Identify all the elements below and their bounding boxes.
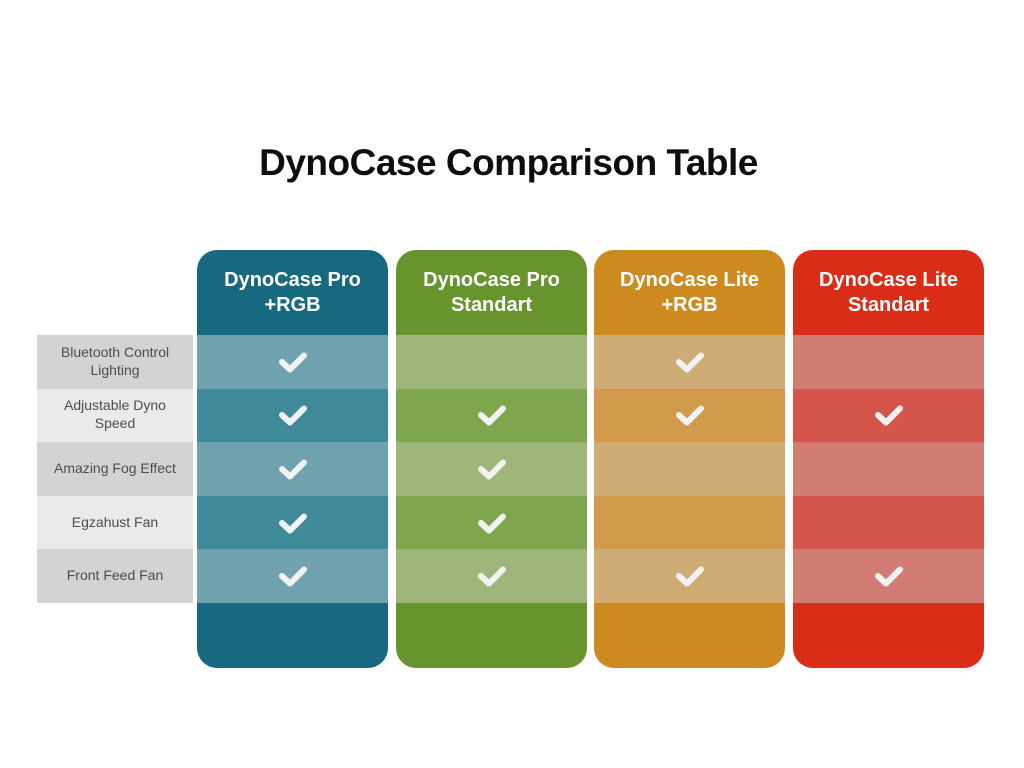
feature-cell xyxy=(793,388,984,443)
check-icon xyxy=(277,564,309,588)
feature-cell xyxy=(197,442,388,496)
product-card-dynocase-pro-rgb: DynoCase Pro +RGB xyxy=(197,250,388,668)
feature-cell xyxy=(396,388,587,443)
feature-cell xyxy=(594,549,785,603)
product-name-line2: Standart xyxy=(847,293,930,316)
feature-label-amazing-fog-effect: Amazing Fog Effect xyxy=(37,442,193,496)
check-icon xyxy=(873,403,905,427)
product-name-line1: DynoCase Pro xyxy=(224,268,361,291)
check-icon xyxy=(277,350,309,374)
feature-cell xyxy=(594,495,785,550)
check-icon xyxy=(674,403,706,427)
product-name-line1: DynoCase Lite xyxy=(819,268,958,291)
feature-cell xyxy=(594,442,785,496)
product-header: DynoCase Pro Standart xyxy=(396,250,587,335)
feature-label-bluetooth-control-lighting: Bluetooth Control Lighting xyxy=(37,335,193,389)
check-icon xyxy=(873,564,905,588)
product-name-line2: Standart xyxy=(450,293,533,316)
product-card-dynocase-pro-standart: DynoCase Pro Standart xyxy=(396,250,587,668)
check-icon xyxy=(476,564,508,588)
check-icon xyxy=(277,511,309,535)
feature-cell xyxy=(197,495,388,550)
feature-labels-column: Bluetooth Control Lighting Adjustable Dy… xyxy=(37,335,193,603)
feature-cells xyxy=(197,335,388,603)
feature-cell xyxy=(793,495,984,550)
feature-cell xyxy=(793,442,984,496)
check-icon xyxy=(674,564,706,588)
feature-cell xyxy=(594,335,785,389)
feature-label-front-feed-fan: Front Feed Fan xyxy=(37,549,193,603)
feature-cell xyxy=(396,442,587,496)
feature-cell xyxy=(197,388,388,443)
feature-cells xyxy=(396,335,587,603)
check-icon xyxy=(277,403,309,427)
check-icon xyxy=(277,457,309,481)
product-name-line1: DynoCase Pro xyxy=(423,268,560,291)
feature-cells xyxy=(594,335,785,603)
product-header: DynoCase Pro +RGB xyxy=(197,250,388,335)
product-card-dynocase-lite-rgb: DynoCase Lite +RGB xyxy=(594,250,785,668)
card-footer xyxy=(594,602,785,668)
feature-cell xyxy=(793,335,984,389)
product-header: DynoCase Lite +RGB xyxy=(594,250,785,335)
feature-cell xyxy=(197,335,388,389)
product-card-dynocase-lite-standart: DynoCase Lite Standart xyxy=(793,250,984,668)
card-footer xyxy=(197,602,388,668)
product-name-line1: DynoCase Lite xyxy=(620,268,759,291)
feature-cell xyxy=(396,335,587,389)
page-title: DynoCase Comparison Table xyxy=(259,142,758,183)
check-icon xyxy=(476,403,508,427)
check-icon xyxy=(476,457,508,481)
feature-label-egzahust-fan: Egzahust Fan xyxy=(37,495,193,550)
feature-cells xyxy=(793,335,984,603)
card-footer xyxy=(396,602,587,668)
feature-cell xyxy=(197,549,388,603)
feature-cell xyxy=(396,495,587,550)
feature-label-adjustable-dyno-speed: Adjustable Dyno Speed xyxy=(37,388,193,443)
product-name-line2: +RGB xyxy=(264,293,321,316)
feature-cell xyxy=(594,388,785,443)
check-icon xyxy=(476,511,508,535)
product-header: DynoCase Lite Standart xyxy=(793,250,984,335)
check-icon xyxy=(674,350,706,374)
feature-cell xyxy=(396,549,587,603)
feature-cell xyxy=(793,549,984,603)
card-footer xyxy=(793,602,984,668)
product-name-line2: +RGB xyxy=(661,293,718,316)
